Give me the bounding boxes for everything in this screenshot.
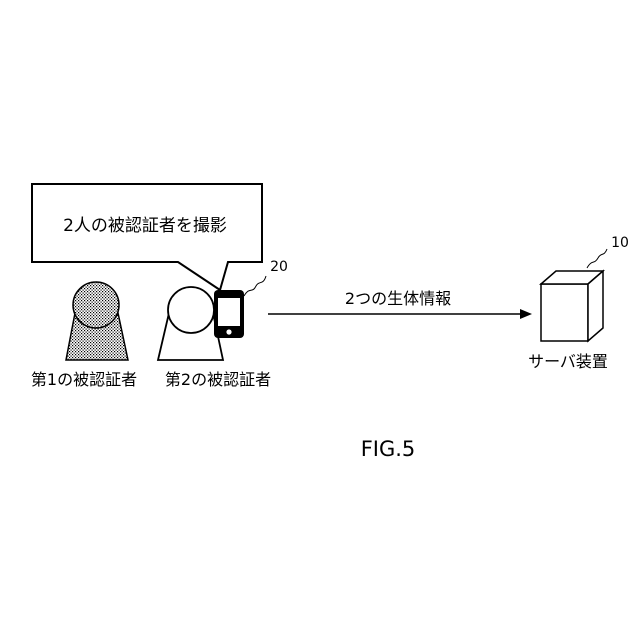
server-box-icon [541,271,603,341]
second-person-icon [158,287,223,360]
phone-ref-number: 20 [270,259,288,275]
speech-bubble [32,184,262,290]
server-label: サーバ装置 [528,352,608,371]
figure-caption: FIG.5 [361,437,416,461]
second-person-label: 第2の被認証者 [165,370,271,389]
first-person-label: 第1の被認証者 [31,370,137,389]
speech-bubble-text: 2人の被認証者を撮影 [63,216,227,236]
arrow-head-icon [520,309,532,319]
server-ref-number: 10 [611,235,629,251]
phone-ref-leader [244,276,266,296]
first-person-icon [66,282,128,360]
arrow-label: 2つの生体情報 [345,289,451,308]
smartphone-icon [214,290,244,338]
server-ref-leader [587,249,607,268]
